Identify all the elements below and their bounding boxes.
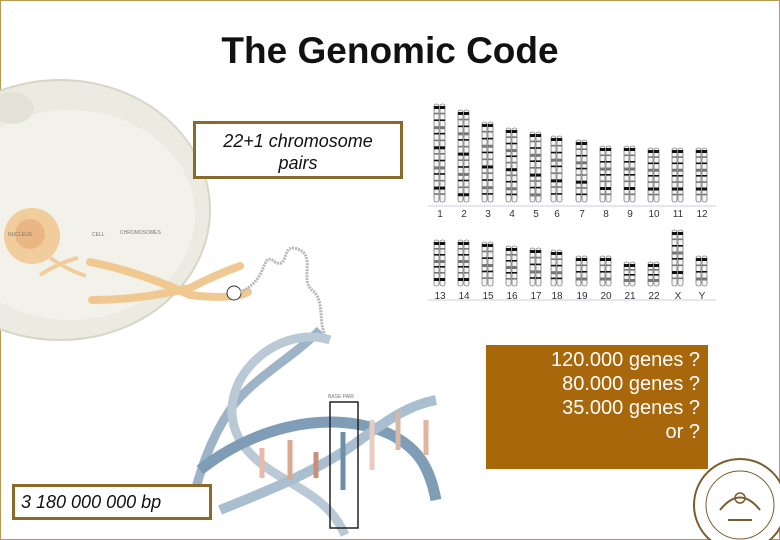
chromosome-6: 6 (550, 135, 563, 220)
chromosome-label-Y: Y (699, 291, 706, 302)
page-title: The Genomic Code (221, 30, 559, 71)
base-pair-highlight (329, 401, 359, 529)
chromosome-label-21: 21 (624, 291, 636, 302)
cell-illustration: NUCLEUS CELL CHROMOSOMES (0, 79, 211, 341)
chromosome-21: 21 (623, 261, 636, 302)
chromosome-14: 14 (457, 239, 470, 302)
chromosome-10: 10 (647, 147, 660, 220)
chromosome-label-1: 1 (437, 209, 443, 220)
chromosome-13: 13 (433, 239, 446, 302)
chromosome-22: 22 (647, 261, 660, 302)
chromosome-5: 5 (529, 131, 542, 220)
chromosome-label-8: 8 (603, 209, 609, 220)
chromosome-11: 11 (671, 147, 684, 220)
chromosome-19: 19 (575, 255, 588, 302)
chromosome-label-17: 17 (530, 291, 542, 302)
base-pairs-box: 3 180 000 000 bp (12, 484, 212, 520)
chromosome-x-illustration (86, 258, 252, 304)
chromosome-label-2: 2 (461, 209, 467, 220)
chromosome-label-19: 19 (576, 291, 588, 302)
chromosome-16: 16 (505, 245, 518, 302)
gene-line-4: or ? (665, 421, 700, 443)
chromosome-9: 9 (623, 145, 636, 220)
dna-helix: BASE PAIR (185, 326, 442, 537)
chromosome-7: 7 (575, 139, 588, 220)
chromosome-pairs-line1: 22+1 chromosome (223, 131, 373, 151)
chromosome-label-5: 5 (533, 209, 539, 220)
chromosome-label-22: 22 (648, 291, 660, 302)
chromosome-pairs-line2: pairs (278, 153, 318, 173)
chromosome-label-12: 12 (696, 209, 708, 220)
chromosome-2: 2 (457, 109, 470, 220)
university-seal (693, 458, 780, 540)
gene-line-2: 80.000 genes ? (562, 373, 700, 395)
chromosome-label-15: 15 (482, 291, 494, 302)
chromosome-pairs-box: 22+1 chromosome pairs (193, 121, 403, 179)
chromosome-label-14: 14 (458, 291, 470, 302)
chromosome-label-13: 13 (434, 291, 446, 302)
chromosomes-label: CHROMOSOMES (120, 230, 162, 236)
chromosome-label-11: 11 (673, 209, 684, 220)
chromosome-label-18: 18 (551, 291, 563, 302)
chromosome-label-6: 6 (554, 209, 560, 220)
chromosome-label-16: 16 (506, 291, 518, 302)
gene-count-box: 120.000 genes ? 80.000 genes ? 35.000 ge… (486, 345, 708, 469)
chromosome-20: 20 (599, 255, 612, 302)
chromosome-18: 18 (550, 249, 563, 302)
chromosome-label-X: X (675, 291, 682, 302)
chromosome-1: 1 (433, 103, 446, 220)
chromosome-12: 12 (695, 147, 708, 220)
coiled-dna-strand (239, 246, 327, 336)
gene-line-1: 120.000 genes ? (550, 349, 700, 371)
chromosome-label-4: 4 (509, 209, 515, 220)
chromosome-X: X (671, 229, 684, 302)
chromosome-Y: Y (695, 255, 708, 302)
chromosome-8: 8 (599, 145, 612, 220)
chromosome-label-7: 7 (579, 209, 585, 220)
chromosome-label-3: 3 (485, 209, 491, 220)
chromosome-label-10: 10 (648, 209, 660, 220)
chromosome-4: 4 (505, 127, 518, 220)
base-pair-label: BASE PAIR (328, 394, 354, 400)
chromosome-15: 15 (481, 241, 494, 302)
chromosome-3: 3 (481, 121, 494, 220)
cell-label: CELL (92, 232, 105, 238)
chromosome-label-9: 9 (627, 209, 633, 220)
gene-line-3: 35.000 genes ? (562, 397, 700, 419)
chromosome-17: 17 (529, 247, 542, 302)
nucleus-label: NUCLEUS (8, 232, 33, 238)
chromosome-label-20: 20 (600, 291, 612, 302)
